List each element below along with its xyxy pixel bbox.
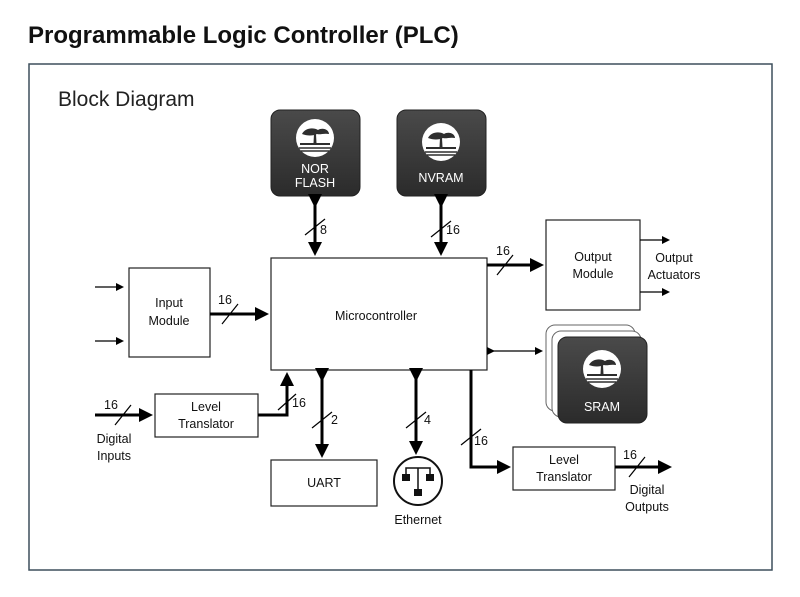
level-translator-out-label-line1: Level [549,453,579,467]
bus-width-slash [311,411,333,429]
uart-block [270,459,378,507]
bus-width-slash [628,456,646,478]
sram-label: SRAM [584,400,620,414]
digital-outputs-label-line1: Digital [630,483,665,497]
digital-inputs-label-line1: Digital [97,432,132,446]
nvram-label: NVRAM [418,171,463,185]
ethernet-label: Ethernet [394,513,442,527]
bus-width-slash [405,411,427,429]
output-module-block [545,219,641,311]
input-module-label-line1: Input [155,296,183,310]
level-translator-in-bus [258,372,294,417]
microcontroller-block [270,257,488,371]
bus-width-slash [277,393,297,411]
level-translator-out-bus-width: 16 [474,434,488,448]
bus-width-slash [460,428,482,446]
chip-logo-icon [295,118,335,158]
output-actuators-label-line1: Output [655,251,693,265]
page-title: Programmable Logic Controller (PLC) [28,22,459,49]
nor-flash-label-line2: FLASH [295,176,335,190]
uart-bus-width: 2 [331,413,338,427]
digital-outputs-label-line2: Outputs [625,500,669,514]
bus-width-slash [114,404,132,426]
output-module-bus-width: 16 [496,244,510,258]
output-module-label-line1: Output [574,250,612,264]
microcontroller-label: Microcontroller [335,309,417,323]
nvram-bus-width: 16 [446,223,460,237]
chip-logo-icon [582,349,622,389]
uart-label: UART [307,476,341,490]
level-translator-out-block [512,446,616,491]
input-module-block [128,267,211,358]
input-module-label-line2: Module [149,314,190,328]
chip-logo-icon [421,122,461,162]
nor-flash-chip: NOR FLASH [270,109,361,197]
ethernet-bus-width: 4 [424,413,431,427]
bus-width-slash [496,254,514,276]
level-translator-out-label-line2: Translator [536,470,592,484]
nor-flash-bus-width: 8 [320,223,327,237]
nvram-chip: NVRAM [396,109,487,197]
level-translator-in-label-line2: Translator [178,417,234,431]
output-actuators-label-line2: Actuators [648,268,701,282]
diagram-subtitle: Block Diagram [58,88,195,111]
bus-width-slash [430,220,452,238]
digital-outputs-bus-width: 16 [623,448,637,462]
digital-inputs-bus-width: 16 [104,398,118,412]
input-module-bus-width: 16 [218,293,232,307]
digital-inputs-label-line2: Inputs [97,449,131,463]
sram-chip-stack: SRAM [545,324,648,424]
level-translator-in-bus-width: 16 [292,396,306,410]
output-module-label-line2: Module [573,267,614,281]
level-translator-out-bus [469,370,511,474]
bus-width-slash [304,218,326,236]
bus-width-slash [221,303,239,325]
ethernet-port-icon [393,456,443,506]
nor-flash-label-line1: NOR [301,162,329,176]
level-translator-in-label-line1: Level [191,400,221,414]
